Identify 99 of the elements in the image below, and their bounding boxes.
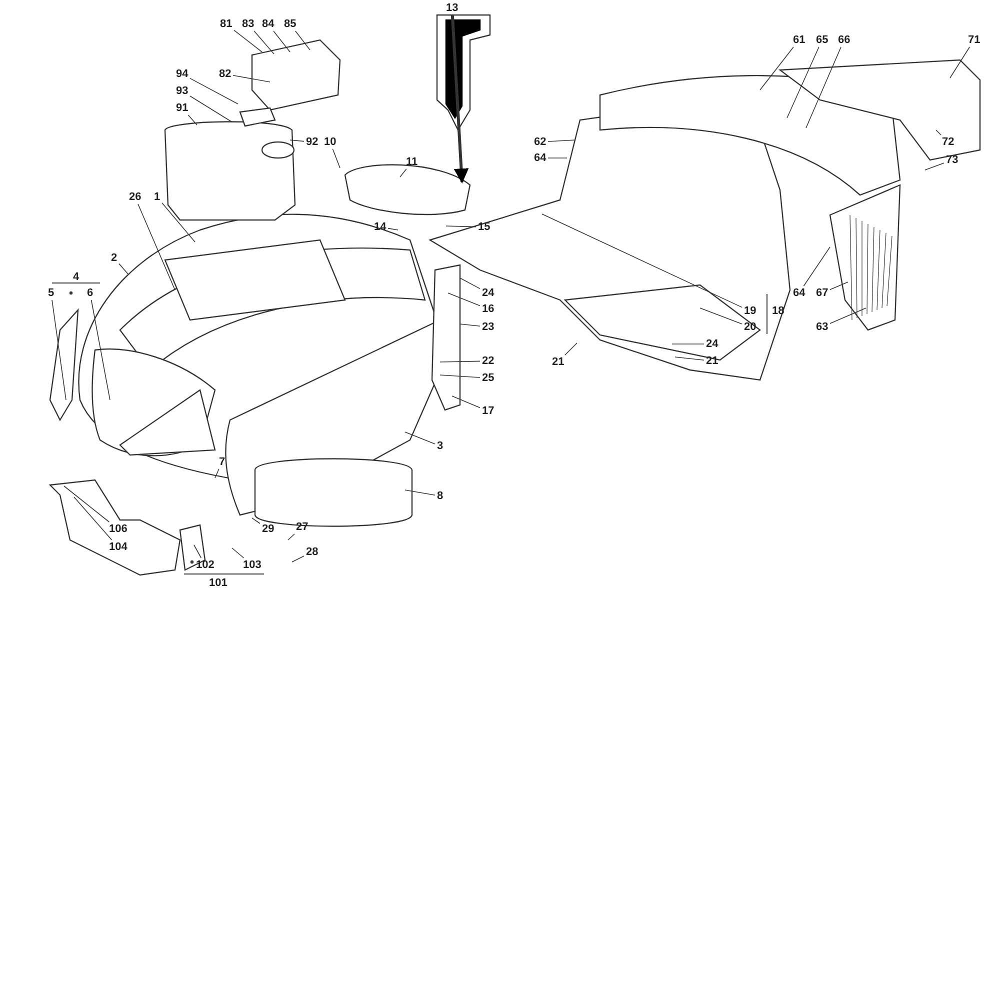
callout-number: 82 (218, 68, 232, 80)
leader-line (542, 214, 742, 308)
callout-number: 103 (242, 559, 262, 571)
callout-number: 6 (86, 287, 94, 299)
leader-line (806, 46, 842, 128)
leader-line (446, 226, 476, 228)
leader-line (90, 300, 110, 400)
leader-line (52, 300, 66, 400)
callout-number: 1 (153, 191, 162, 203)
callout-number: 22 (481, 355, 496, 367)
leader-line (64, 486, 110, 522)
leader-line (400, 168, 407, 178)
leader-line (404, 432, 436, 444)
leader-line (700, 308, 742, 324)
callout-number: 65 (815, 34, 830, 46)
leader-line (232, 75, 270, 82)
leader-line (452, 396, 480, 408)
callout-number: 25 (481, 372, 496, 384)
leader-line (292, 556, 304, 562)
callout-number: 8 (436, 490, 444, 502)
leader-line (404, 490, 436, 496)
callout-number: 104 (108, 541, 128, 553)
leader-line (288, 534, 295, 540)
callout-number: 17 (481, 405, 496, 417)
callout-number: 15 (477, 221, 492, 233)
callout-number: 5 (47, 287, 56, 299)
callout-number: 24 (705, 338, 720, 350)
leader-line (214, 468, 220, 478)
callout-number: 106 (108, 523, 128, 535)
callout-number: 71 (967, 34, 982, 46)
callout-number: 62 (533, 136, 548, 148)
callout-number: 26 (128, 191, 142, 203)
leader-line (448, 292, 480, 306)
callout-number: 72 (941, 136, 956, 148)
callout-number: 73 (945, 154, 960, 166)
callout-number: 64 (792, 287, 806, 299)
callout-number: 28 (305, 546, 320, 558)
leader-line (118, 263, 128, 274)
callout-number: 61 (792, 34, 806, 46)
callout-number: 3 (436, 440, 444, 452)
leader-line (830, 308, 866, 324)
callout-number: 91 (175, 102, 190, 114)
callout-number: 94 (175, 68, 190, 80)
callout-number: 84 (261, 18, 276, 30)
leader-line (460, 278, 480, 290)
callout-number: 93 (175, 85, 190, 97)
callout-number: 24 (481, 287, 496, 299)
leader-line (162, 202, 196, 242)
leader-line (924, 162, 944, 170)
leader-line (786, 46, 820, 118)
callout-number: 10 (323, 136, 338, 148)
callout-number: 13 (445, 2, 460, 14)
leader-line (936, 130, 942, 136)
callout-number: 20 (743, 321, 758, 333)
leader-line (830, 282, 848, 290)
leader-line (674, 356, 704, 360)
leader-line (290, 140, 304, 142)
callout-number: 19 (743, 305, 758, 317)
leader-line (190, 78, 238, 104)
leader-line (234, 30, 262, 52)
leader-line (388, 228, 398, 230)
callout-number: 85 (283, 18, 298, 30)
callout-number: 66 (837, 34, 852, 46)
callout-number: 21 (551, 356, 566, 368)
leader-line (332, 148, 340, 168)
callout-number: 64 (533, 152, 548, 164)
leader-line (760, 46, 794, 90)
leader-line (548, 140, 576, 142)
leader-line (232, 548, 244, 558)
leader-line (273, 30, 290, 52)
callout-number: 67 (815, 287, 830, 299)
leader-line (188, 114, 198, 126)
leader-line (460, 324, 480, 326)
callout-number: 4 (72, 271, 80, 283)
callout-number: 83 (241, 18, 256, 30)
callout-number: 21 (705, 355, 720, 367)
callout-number: 23 (481, 321, 496, 333)
leader-line (803, 246, 830, 286)
callout-number: 92 (305, 136, 320, 148)
leader-line (295, 30, 310, 50)
leader-line (138, 204, 176, 290)
callout-number: 2 (110, 252, 118, 264)
leader-line (564, 342, 578, 356)
leader-line (190, 96, 232, 122)
callout-number: 63 (815, 321, 830, 333)
leader-line (254, 30, 274, 54)
callout-number: 16 (481, 303, 496, 315)
leader-line (252, 518, 260, 524)
leader-line (74, 496, 112, 540)
callout-number: 101 (208, 577, 228, 589)
leader-line (440, 374, 480, 378)
callout-number: 102 (195, 559, 216, 571)
callout-number: 29 (261, 523, 276, 535)
leader-line (194, 544, 202, 558)
leader-line (950, 46, 970, 78)
leader-line (440, 360, 480, 362)
callout-number: 7 (218, 456, 226, 468)
callout-number: 81 (219, 18, 234, 30)
callout-number: 11 (405, 156, 419, 168)
